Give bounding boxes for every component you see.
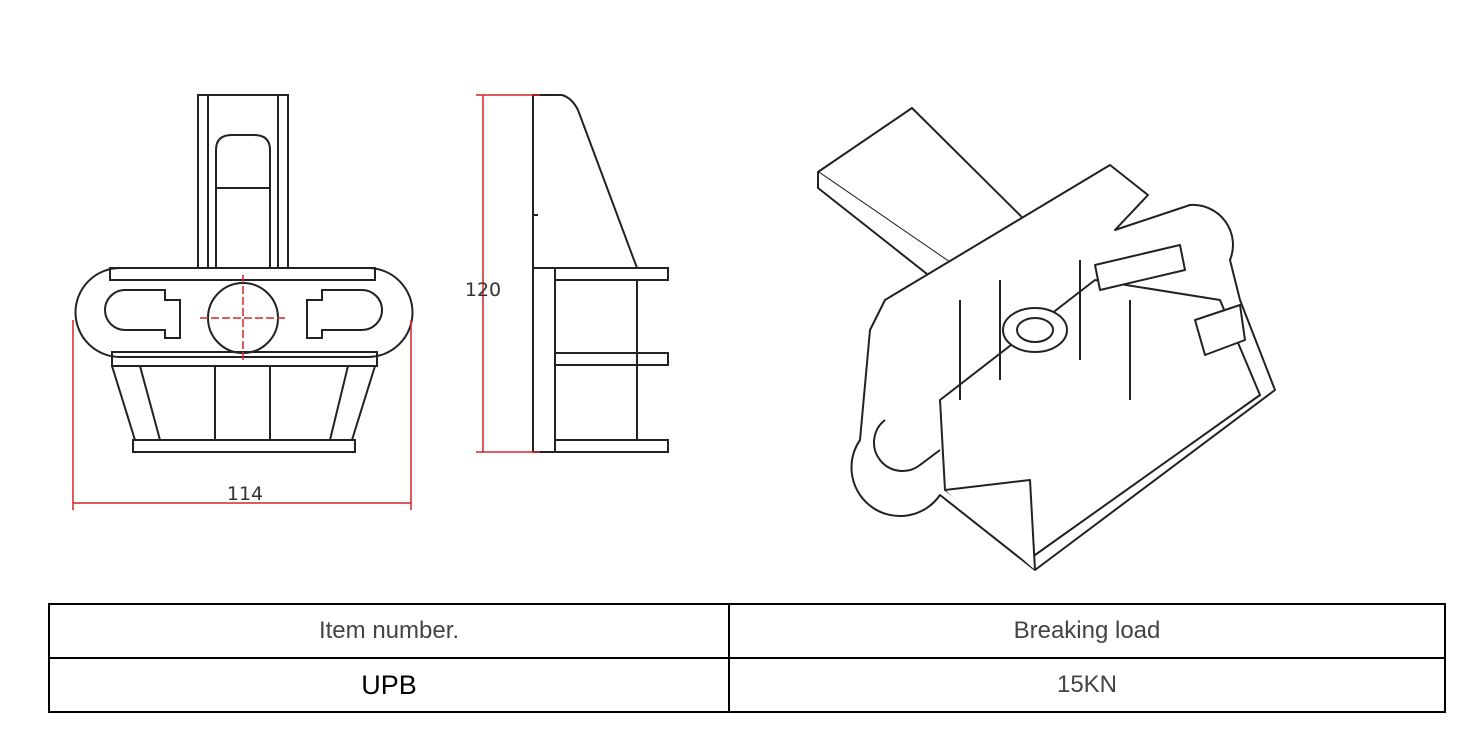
header-item-number: Item number. [48, 603, 730, 659]
side-view [532, 94, 669, 453]
front-center-mark [200, 275, 286, 360]
width-dimension [72, 320, 412, 510]
table-header-row: Item number. Breaking load [48, 603, 1446, 659]
front-view [74, 94, 414, 453]
cell-item-number: UPB [48, 657, 730, 713]
spec-table: Item number. Breaking load UPB 15KN [48, 603, 1446, 713]
table-row: UPB 15KN [48, 657, 1446, 713]
header-breaking-load: Breaking load [728, 603, 1446, 659]
technical-drawing: 114 120 [72, 94, 1276, 571]
height-dimension [476, 94, 540, 453]
height-dimension-label: 120 [465, 279, 501, 301]
isometric-view [817, 107, 1276, 571]
width-dimension-label: 114 [227, 483, 263, 505]
cell-breaking-load: 15KN [728, 657, 1446, 713]
